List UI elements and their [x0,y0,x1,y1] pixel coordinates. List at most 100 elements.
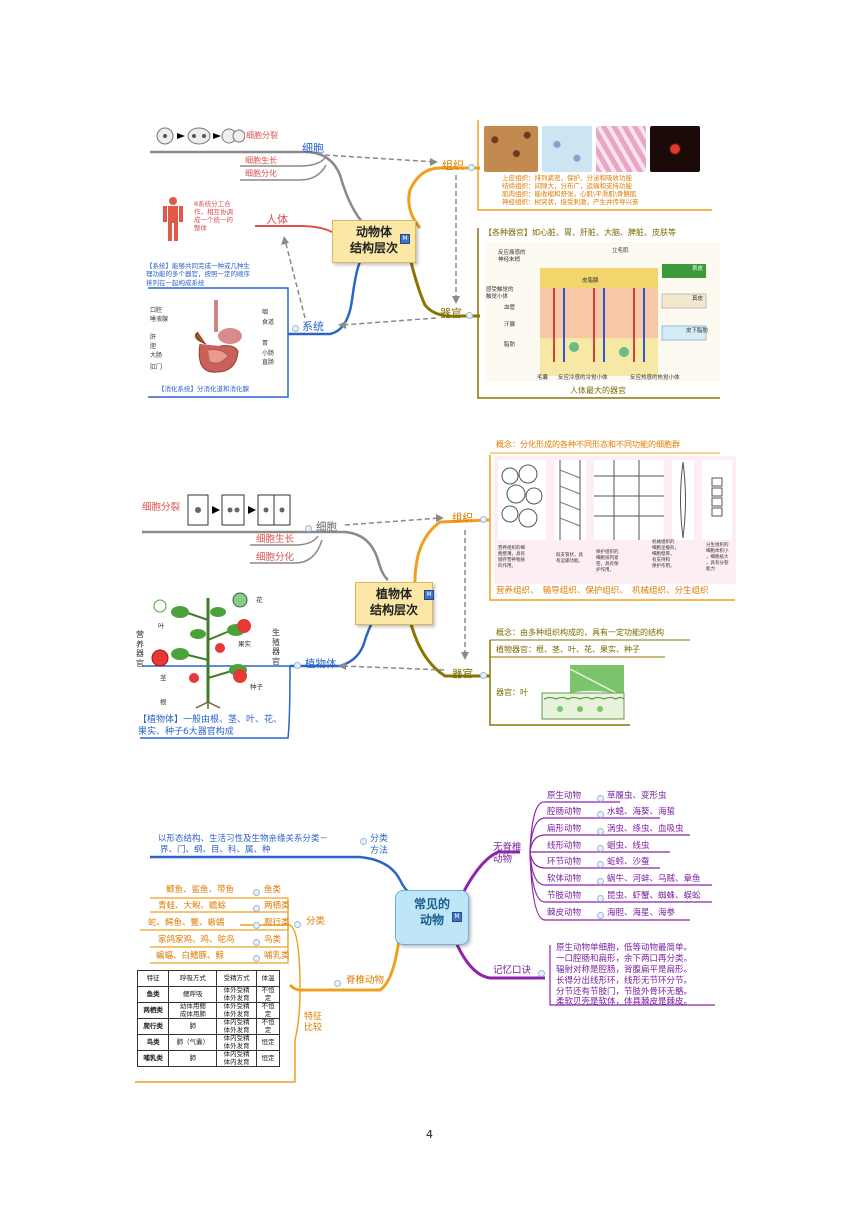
plant-part-fruit: 果实 [238,640,251,648]
node-dot [360,838,367,845]
table-header: 体温 [255,970,281,987]
plant-tissue-concept: 概念：分化形成的各种不同形态和不同功能的细胞群 [496,440,680,449]
tissue-label: 组织 [442,159,464,172]
system-label: 系统 [302,320,324,333]
invertebrate-examples: 昆虫、虾蟹、蜘蛛、蜈蚣 [607,891,701,901]
skin-layer-epidermis: 表皮 [692,266,704,272]
classification-method: 以形态结构、生活习性及生物亲缘关系分类－ 界、门、纲、目、科、属、种 [158,834,329,856]
table-row: 哺乳类肺体内受精 体内发育恒定 [136,1050,281,1067]
classification-label: 分类 方法 [370,834,389,856]
tissue-note-meristem: 分生组织的细胞体积小 ，细胞核大，具有分裂 能力 [706,543,729,573]
plant-part-seed: 种子 [250,683,263,691]
table-cell: 哺乳类 [136,1050,170,1067]
node-dot [334,980,341,987]
skin-label-heat: 反应热感的热觉小体 [630,375,680,381]
table-row: 鸟类肺（气囊）体内受精 体外发育恒定 [136,1034,281,1051]
invertebrate-examples: 蜗牛、河蚌、乌贼、章鱼 [607,874,701,884]
table-cell: 恒定 [255,1034,281,1051]
vertebrate-examples: 青蛙、大鲵、蟾蜍 [158,901,227,911]
vertebrate-class-name: 两栖类 [264,901,290,911]
node-dot [597,895,604,902]
node-dot [597,795,604,802]
table-cell: 体内受精 体外发育 [216,1034,257,1051]
node-dot [253,939,260,946]
table-cell: 鳃呼吸 [168,986,218,1003]
center-node-plant[interactable]: 植物体 结构层次 [355,582,433,625]
plant-cell-division-label: 细胞分裂 [142,502,181,513]
vertebrate-examples: 家鸽家鸡、鸡、鸵鸟 [158,935,235,945]
human-body-image [160,196,186,242]
system-definition: 【系统】能够共同完成一种或几种生 理功能的多个器官，按照一定的顺序 排列在一起构… [146,262,250,287]
nutritive-organs: 营养 器官 [136,630,144,668]
plant-part-leaf: 叶 [158,622,165,630]
table-cell: 鱼类 [136,986,170,1003]
invertebrate-examples: 蚯蚓、沙蚕 [607,857,650,867]
skin-caption: 人体最大的器官 [570,386,626,395]
notes-icon: M [452,912,462,922]
muscle-tissue-image [596,126,646,172]
cell-growth-label: 细胞生长 [245,156,277,165]
table-cell: 鸟类 [136,1034,170,1051]
mnemonic-label: 记忆口诀 [493,965,532,976]
node-dot [253,889,260,896]
skin-label-sebaceous: 皮脂腺 [582,278,599,284]
invertebrate-group-name: 线形动物 [547,841,582,851]
node-dot [466,312,473,319]
node-dot [305,525,312,532]
human-label: 人体 [266,213,288,226]
invertebrate-group-name: 棘皮动物 [547,908,582,918]
invertebrate-examples: 草履虫、变形虫 [607,791,667,801]
organ-label: 器官 [440,307,462,320]
notes-icon: M [424,590,434,600]
invertebrate-group-name: 节肢动物 [547,891,582,901]
table-cell: 不恒 定 [255,1018,281,1035]
node-dot [538,970,545,977]
tissue-list: 上皮组织：排列紧密，保护、分泌和吸收功能 结缔组织：间隙大，分布广，运输和支持功… [502,174,639,207]
cell-division-label: 细胞分裂 [246,131,278,140]
plant-tissue-names: 营养组织、 输导组织、保护组织、 机械组织、分生组织 [496,586,709,596]
plant-organ-label: 器官 [452,668,473,680]
node-dot [294,921,301,928]
node-dot [597,845,604,852]
skin-diagram [484,242,720,382]
table-row: 鱼类鳃呼吸体外受精 体外发育不恒 定 [136,986,281,1003]
table-cell: 体外受精 体外发育 [216,986,257,1003]
node-dot [480,672,487,679]
tissue-note-protective: 保护组织的细胞排列紧 密，具有保护作用。 [596,550,619,574]
skin-labels-left: 反应痛感的 神经末梢 感受触觉的 触觉小体 血管 汗腺 脂肪 [486,250,526,348]
vertebrate-examples: 鲫鱼、鲨鱼、带鱼 [166,885,235,895]
digestive-system-image [150,292,282,382]
mnemonic-text: 原生动物单细胞，低等动物最简单。 一口腔肠和扁形，余下两口再分类。 辐射对称是腔… [556,943,693,1008]
node-dot [597,828,604,835]
vertebrate-classify-label: 分类 [306,916,326,927]
cell-label: 细胞 [302,142,324,155]
node-dot [597,811,604,818]
plant-organ-concept: 概念：由多种组织构成的，具有一定功能的结构 [496,628,664,637]
plant-part-stem: 茎 [160,674,167,682]
table-header: 呼吸方式 [168,970,218,987]
invertebrate-group-name: 原生动物 [547,791,582,801]
table-cell: 爬行类 [136,1018,170,1035]
vertebrate-class-name: 哺乳类 [264,951,290,961]
table-cell: 体外受精 体外发育 [216,1002,257,1019]
table-cell: 两栖类 [136,1002,170,1019]
table-cell: 体内受精 体内发育 [216,1050,257,1067]
leaf-image [540,663,626,721]
plant-tissue-label: 组织 [452,512,473,524]
digestive-caption: 【消化系统】分消化道和消化腺 [158,385,249,393]
table-cell: 肺 [168,1050,218,1067]
plant-organ-leaf: 器官：叶 [496,688,528,697]
table-cell: 幼体用鳃 成体用肺 [168,1002,218,1019]
node-dot [480,516,487,523]
skin-label-follicle: 毛囊 [537,375,549,381]
invertebrate-examples: 涡虫、绦虫、血吸虫 [607,824,684,834]
epithelial-tissue-image [484,126,538,172]
plant-organ-list: 植物器官：根、茎、叶、花、果实、种子 [496,645,640,654]
node-dot [294,662,301,669]
table-cell: 恒定 [255,1050,281,1067]
vertebrate-class-name: 鱼类 [264,885,282,895]
plant-cell-differentiation: 细胞分化 [256,552,295,563]
node-dot [468,164,475,171]
plant-cell-growth: 细胞生长 [256,534,295,545]
